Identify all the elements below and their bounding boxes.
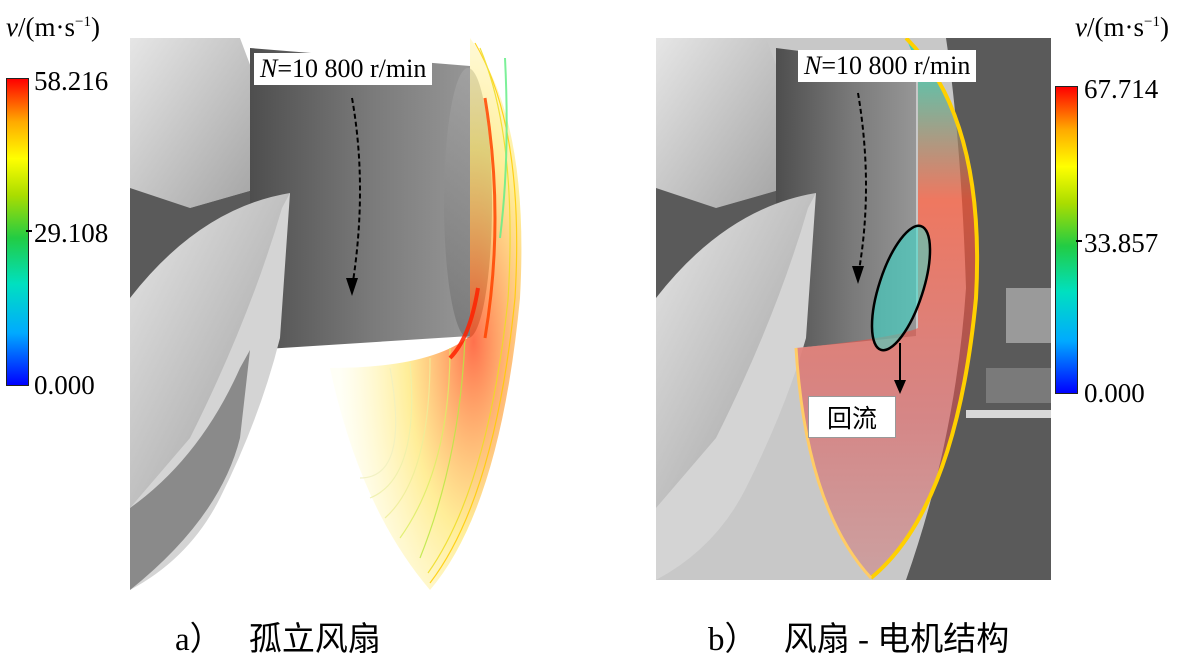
speed-symbol: N (260, 54, 278, 83)
legend-unit-close: ) (90, 12, 100, 42)
legend-unit-close: ) (1159, 12, 1169, 42)
rotation-arrowhead-b (852, 266, 864, 284)
hub-cylinder (776, 48, 916, 350)
legend-unit: /(m·s (17, 12, 75, 42)
fan-motor-render-b (656, 38, 1051, 580)
lower-blade-front (656, 193, 816, 508)
speed-value: =10 800 r/min (821, 51, 971, 80)
rotation-arrowhead-a (346, 278, 358, 296)
legend-title-a: v/(m·s−1) (6, 12, 100, 43)
flow-disk-rim-b (869, 38, 980, 580)
speed-label-a: N=10 800 r/min (254, 53, 433, 85)
motor-rib-2 (986, 368, 1051, 403)
colorbar-min-label-b: 0.000 (1084, 378, 1145, 408)
rotation-arrow-b (857, 92, 867, 277)
flow-disk-b (796, 38, 978, 578)
colorbar-mid-label-b: 33.857 (1084, 228, 1159, 258)
legend-unit-exponent: −1 (74, 14, 91, 30)
caption-b: b） 风扇 - 电机结构 (708, 612, 1009, 660)
motor-rib-1 (1006, 288, 1051, 343)
legend-unit-exponent: −1 (1143, 14, 1160, 30)
caption-letter: a） (175, 622, 223, 658)
backflow-pointer-head (894, 380, 906, 394)
caption-letter: b） (708, 622, 758, 658)
caption-text: 风扇 - 电机结构 (783, 622, 1010, 658)
flow-disk-inner-rim-b (794, 347, 873, 580)
motor-rib-3 (966, 410, 1051, 418)
caption-text: 孤立风扇 (248, 622, 381, 658)
legend-title-b: v/(m·s−1) (1075, 12, 1169, 43)
rotation-arrow-a (351, 97, 361, 289)
speed-label-b: N=10 800 r/min (798, 50, 977, 82)
colorbar-b (1055, 86, 1078, 394)
fan-render-a (130, 38, 530, 590)
colorbar-a (6, 78, 29, 386)
panel-a: v/(m·s−1) 58.216 29.108 0.000 (6, 12, 530, 660)
flow-disk-a (330, 38, 522, 590)
motor-housing (906, 38, 1051, 580)
upper-blade (130, 38, 270, 238)
legend-var-symbol: v (1075, 12, 1087, 42)
speed-symbol: N (804, 51, 822, 80)
backflow-marker (870, 224, 932, 352)
legend-var-symbol: v (6, 12, 18, 42)
upper-blade (656, 38, 796, 238)
lower-blade-front (130, 193, 290, 508)
caption-a: a） 孤立风扇 (175, 612, 381, 660)
lower-blade-edge (656, 193, 816, 580)
legend-unit: /(m·s (1086, 12, 1144, 42)
backflow-label: 回流 (808, 396, 897, 438)
colorbar-tick-mid-b (1076, 240, 1082, 242)
lower-blade-tip (130, 350, 250, 590)
colorbar-mid-label-a: 29.108 (34, 218, 109, 248)
hub-cylinder (250, 48, 470, 350)
colorbar-min-label-a: 0.000 (34, 370, 95, 400)
panel-b: N=10 800 r/min 回流 v/(m·s−1) 67.714 33.85… (600, 0, 1200, 663)
colorbar-max-label-b: 67.714 (1084, 74, 1159, 104)
colorbar-tick-mid-a (26, 230, 32, 232)
speed-value: =10 800 r/min (277, 54, 427, 83)
colorbar-max-label-a: 58.216 (34, 66, 109, 96)
streamlines-a (359, 42, 518, 584)
